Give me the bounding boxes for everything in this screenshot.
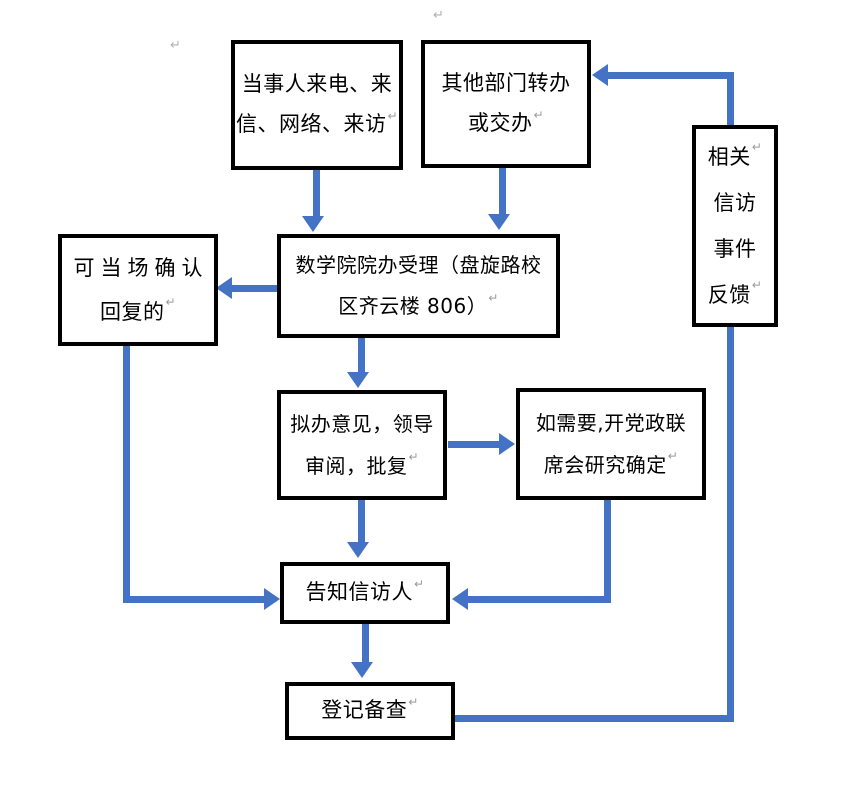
edge-opinion-to-meeting (448, 441, 500, 448)
paragraph-mark-icon: ↵ (751, 139, 763, 154)
node-other-dept-line-1: 其他部门转办 (441, 71, 571, 96)
node-notify[interactable]: 告知信访人↵ (280, 562, 450, 624)
paragraph-mark-icon: ↵ (170, 38, 181, 53)
node-reception-line-1: 数学院院办受理（盘旋路校 (295, 253, 542, 277)
node-other-dept[interactable]: 其他部门转办 或交办↵ (421, 40, 591, 168)
paragraph-mark-icon: ↵ (387, 109, 399, 123)
arrowhead-down-icon (351, 662, 373, 678)
edge-other-dept-to-reception (499, 168, 506, 216)
edge-reception-to-opinion (358, 338, 365, 374)
edge-onsite-reply-to-notify-vertical (123, 346, 130, 598)
node-register-line-1: 登记备查↵ (321, 695, 419, 723)
node-onsite-reply[interactable]: 可当场确认 回复的↵ (58, 234, 218, 346)
paragraph-mark-icon: ↵ (408, 695, 419, 710)
paragraph-mark-icon: ↵ (488, 291, 499, 305)
node-meeting-line-2: 席会研究确定↵ (543, 449, 679, 477)
edge-register-to-feedback-horizontal (452, 715, 734, 722)
paragraph-mark-icon: ↵ (413, 577, 425, 592)
node-meeting[interactable]: 如需要,开党政联 席会研究确定↵ (516, 388, 706, 500)
paragraph-mark-icon: ↵ (433, 8, 444, 23)
node-party-contact[interactable]: 当事人来电、来 信、网络、来访↵ (231, 40, 403, 170)
node-party-contact-line-1: 当事人来电、来 (241, 72, 393, 97)
edge-register-to-feedback-vertical (727, 327, 734, 719)
node-feedback[interactable]: 相关↵ 信访 事件 反馈↵ (692, 125, 778, 327)
arrowhead-right-icon (264, 588, 280, 610)
node-feedback-line-4: 反馈↵ (707, 278, 763, 308)
node-meeting-line-1: 如需要,开党政联 (535, 411, 687, 435)
node-register[interactable]: 登记备查↵ (285, 682, 455, 740)
edge-notify-to-register (362, 624, 369, 664)
node-opinion[interactable]: 拟办意见，领导 审阅，批复↵ (277, 390, 447, 500)
node-feedback-line-3: 事件 (713, 237, 757, 261)
node-reception-line-2: 区齐云楼 806）↵ (338, 291, 499, 318)
edge-feedback-to-other-dept-vertical (727, 72, 734, 128)
arrowhead-down-icon (488, 214, 510, 230)
node-feedback-line-2: 信访 (713, 190, 757, 215)
edge-meeting-to-notify-vertical (604, 500, 611, 600)
edge-meeting-to-notify-horizontal (468, 596, 611, 603)
arrowhead-down-icon (347, 542, 369, 558)
edge-onsite-reply-to-notify-horizontal (123, 596, 268, 603)
paragraph-mark-icon: ↵ (165, 295, 177, 309)
edge-opinion-to-notify (358, 500, 365, 544)
arrowhead-left-icon (216, 277, 232, 299)
node-opinion-line-1: 拟办意见，领导 (290, 412, 434, 436)
node-onsite-reply-line-1: 可当场确认 (73, 255, 209, 280)
arrowhead-left-icon (452, 588, 468, 610)
arrowhead-left-icon (592, 64, 608, 86)
node-notify-line-1: 告知信访人↵ (305, 577, 425, 605)
paragraph-mark-icon: ↵ (751, 278, 763, 293)
node-party-contact-line-2: 信、网络、来访↵ (235, 109, 399, 136)
edge-feedback-to-other-dept-horizontal (608, 72, 734, 79)
paragraph-mark-icon: ↵ (408, 450, 420, 464)
paragraph-mark-icon: ↵ (667, 449, 679, 463)
node-onsite-reply-line-2: 回复的↵ (99, 295, 177, 324)
node-other-dept-line-2: 或交办↵ (467, 108, 545, 135)
paragraph-mark-icon: ↵ (533, 108, 545, 122)
arrowhead-right-icon (499, 433, 515, 455)
edge-reception-to-onsite-reply (232, 285, 278, 292)
arrowhead-down-icon (347, 372, 369, 388)
arrowhead-down-icon (302, 216, 324, 232)
node-reception[interactable]: 数学院院办受理（盘旋路校 区齐云楼 806）↵ (277, 234, 560, 338)
node-feedback-line-1: 相关↵ (707, 139, 763, 169)
node-opinion-line-2: 审阅，批复↵ (304, 450, 420, 478)
edge-party-contact-to-reception (313, 170, 320, 218)
